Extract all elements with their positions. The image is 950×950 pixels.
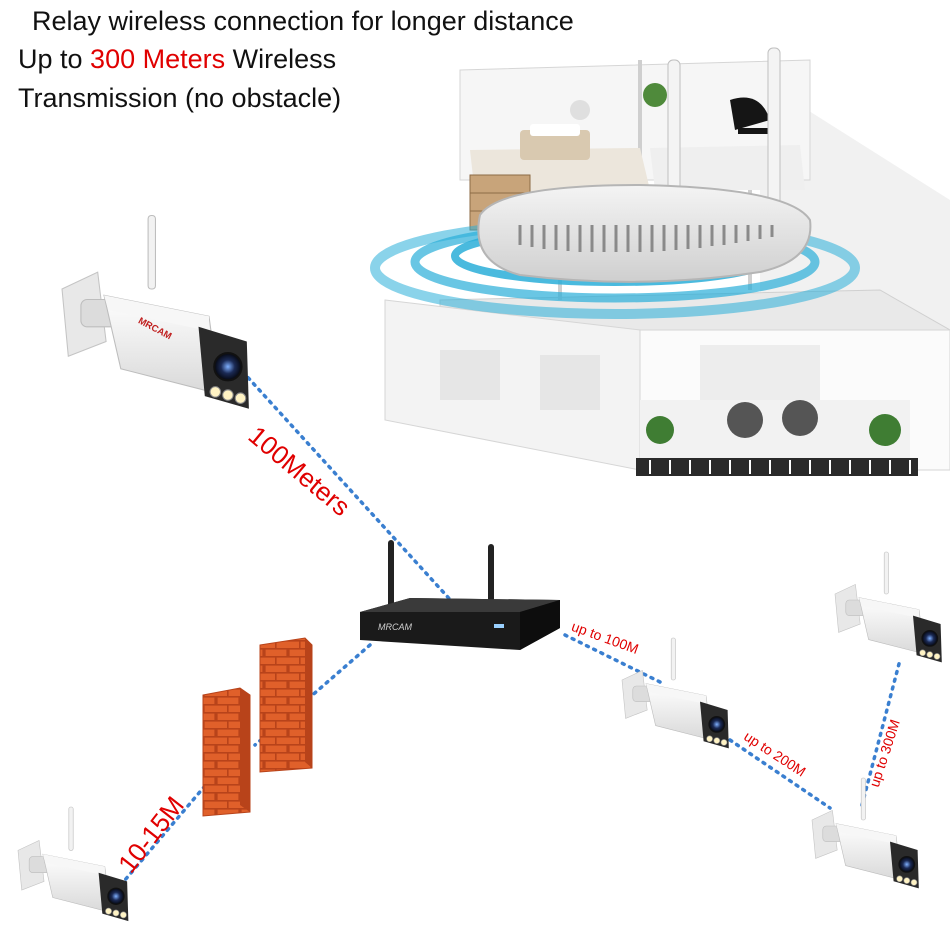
headline-line1: Relay wireless connection for longer dis… — [32, 8, 574, 35]
bullet-camera-icon — [834, 551, 943, 664]
headline-line2-suffix: Wireless — [225, 44, 337, 74]
link-wall-camera2 — [123, 778, 212, 882]
link-camera4-camera5 — [860, 658, 902, 807]
headline-line3-text: Transmission (no obstacle) — [18, 83, 342, 113]
headline-line2-highlight: 300 Meters — [90, 44, 226, 74]
headline-line2-prefix: Up to — [18, 44, 91, 74]
nvr-logo: MRCAM — [378, 622, 412, 632]
link-nvr-camera3 — [563, 633, 662, 684]
bullet-camera-icon: MRCAM — [60, 214, 250, 410]
bullet-camera-icon — [17, 806, 129, 922]
headline-line2: Up to 300 Meters Wireless — [18, 46, 336, 73]
nvr-recorder-icon: MRCAM — [360, 540, 560, 650]
bullet-camera-icon — [811, 777, 920, 890]
link-camera1-nvr — [230, 358, 457, 607]
bullet-camera-icon — [621, 637, 730, 750]
brick-wall-icon — [202, 637, 313, 817]
headline-line1-text: Relay wireless connection for longer dis… — [32, 6, 574, 36]
headline-line3: Transmission (no obstacle) — [18, 85, 341, 112]
router-icon — [477, 47, 812, 283]
